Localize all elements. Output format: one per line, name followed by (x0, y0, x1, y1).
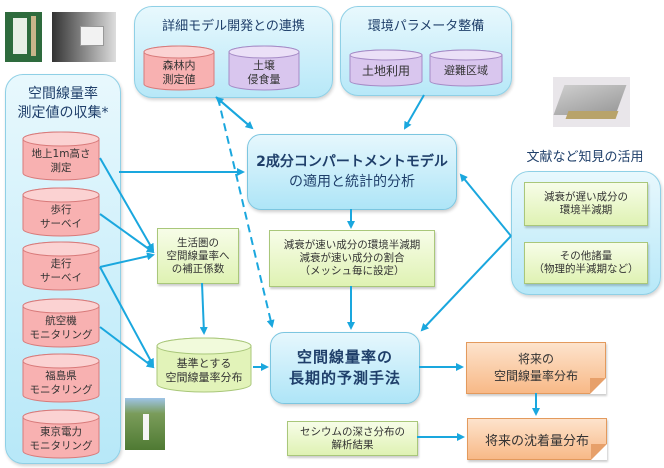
box-label: 減衰が速い成分の割合 (299, 252, 405, 264)
cyl-label: モニタリング (29, 440, 93, 452)
measurement-title-line1: 空間線量率 (28, 86, 98, 102)
arrow-drive-to-correction (99, 252, 155, 268)
future-dose-box: 将来の空間線量率分布 (466, 342, 606, 394)
cyl-label: 東京電力 (40, 426, 82, 438)
detail-model-group: 詳細モデル開発との連携 森林内測定値 土壌侵食量 (134, 6, 333, 98)
measurement-cylinder: 歩行サーベイ (22, 187, 100, 237)
detail-model-title: 詳細モデル開発との連携 (162, 19, 305, 34)
compartment-model-box: 2成分コンパートメントモデルの適用と統計的分析 (247, 134, 457, 210)
cyl-label: 土地利用 (361, 64, 410, 78)
cyl-label: 侵食量 (247, 73, 281, 86)
arrow-walk-to-correction (99, 213, 155, 254)
other-quantities-box: その他諸量（物理的半減期など） (524, 242, 648, 284)
book-photo (553, 77, 630, 127)
box-label: 減衰が速い成分の環境半減期 (283, 239, 421, 251)
box-label: （物理的半減期など） (533, 263, 639, 275)
correction-factor-box: 生活圏の空間線量率への補正係数 (157, 228, 239, 284)
arrow-model-to-detail (215, 96, 253, 129)
arrow-drive-to-reference (99, 266, 154, 367)
cyl-label: 空間線量率分布 (165, 371, 243, 384)
measurement-cylinder: 東京電力モニタリング (22, 409, 100, 459)
cyl-label: 基準とする (176, 357, 232, 370)
arrow-literature-to-model (459, 173, 512, 237)
evacuation-zone-cylinder: 避難区域 (429, 49, 503, 87)
soil-erosion-cylinder: 土壌侵食量 (228, 45, 300, 91)
field-survey-photo (125, 398, 165, 450)
cyl-label: サーベイ (40, 218, 82, 230)
arrow-env-to-model (404, 94, 425, 130)
slow-component-box: 減衰が遅い成分の環境半減期 (524, 182, 648, 226)
measurement-cylinder: 地上1m高さ測定 (22, 131, 100, 181)
cyl-label: モニタリング (29, 329, 93, 341)
fast-component-box: 減衰が速い成分の環境半減期減衰が速い成分の割合（メッシュ毎に設定） (269, 230, 435, 287)
cyl-label: 土壌 (253, 59, 275, 72)
measurement-title-line2: 測定値の収集* (17, 105, 109, 121)
land-use-cylinder: 土地利用 (349, 49, 423, 87)
cyl-label: 地上1m高さ (31, 148, 91, 160)
literature-group: 減衰が遅い成分の環境半減期 その他諸量（物理的半減期など） (511, 171, 661, 295)
cyl-label: 福島県 (45, 370, 77, 382)
box-label: の適用と統計的分析 (289, 174, 415, 190)
arrow-literature-to-prediction (420, 235, 512, 332)
arrow-aircraft-to-reference (99, 326, 155, 369)
box-label: 長期的予測手法 (288, 369, 401, 387)
cyl-label: 避難区域 (444, 64, 488, 77)
arrow-correction-to-reference (199, 282, 208, 335)
box-label: セシウムの深さ分布の (300, 425, 405, 438)
dashed-detail-to-prediction (217, 97, 275, 328)
literature-title: 文献など知見の活用 (526, 150, 644, 165)
cyl-label: 歩行 (50, 204, 72, 216)
box-label: 空間線量率へ (166, 249, 230, 262)
box-label: 2成分コンパートメントモデル (256, 154, 448, 170)
cyl-label: 走行 (50, 258, 72, 270)
box-label: 環境半減期 (559, 204, 613, 216)
cyl-label: モニタリング (29, 384, 93, 396)
box-label: 空間線量率分布 (493, 369, 578, 383)
box-label: （メッシュ毎に設定） (299, 265, 405, 277)
prediction-method-box: 空間線量率の長期的予測手法 (270, 332, 420, 404)
future-deposit-box: 将来の沈着量分布 (467, 418, 607, 460)
box-label: 空間線量率の (296, 348, 393, 366)
cyl-label: 航空機 (45, 315, 77, 327)
cyl-label: 測定 (50, 162, 72, 174)
box-label: 減衰が遅い成分の (544, 191, 628, 203)
measurement-cylinder: 福島県モニタリング (22, 353, 100, 403)
measurement-cylinder: 航空機モニタリング (22, 298, 100, 348)
reference-distribution-cylinder: 基準とする空間線量率分布 (156, 337, 252, 393)
cyl-label: 森林内 (162, 59, 196, 72)
survey-meter-photo (5, 12, 42, 62)
box-label: 将来の (517, 352, 554, 366)
cyl-label: 測定値 (162, 73, 196, 86)
box-label: 生活圏の (177, 236, 219, 249)
box-label: の補正係数 (171, 262, 225, 275)
arrow-ground-to-correction (99, 157, 154, 252)
env-params-group: 環境パラメータ整備 土地利用 避難区域 (340, 6, 512, 96)
forest-measurement-cylinder: 森林内測定値 (143, 45, 215, 91)
measurement-cylinder: 走行サーベイ (22, 241, 100, 291)
measurement-title: 空間線量率 測定値の収集* (6, 85, 120, 123)
box-label: 将来の沈着量分布 (484, 433, 589, 449)
cesium-depth-box: セシウムの深さ分布の解析結果 (287, 421, 418, 456)
car-detector-photo (52, 12, 116, 62)
cyl-label: サーベイ (40, 272, 82, 284)
box-label: 解析結果 (331, 438, 374, 451)
box-label: その他諸量 (559, 250, 613, 262)
env-params-title: 環境パラメータ整備 (367, 19, 485, 34)
